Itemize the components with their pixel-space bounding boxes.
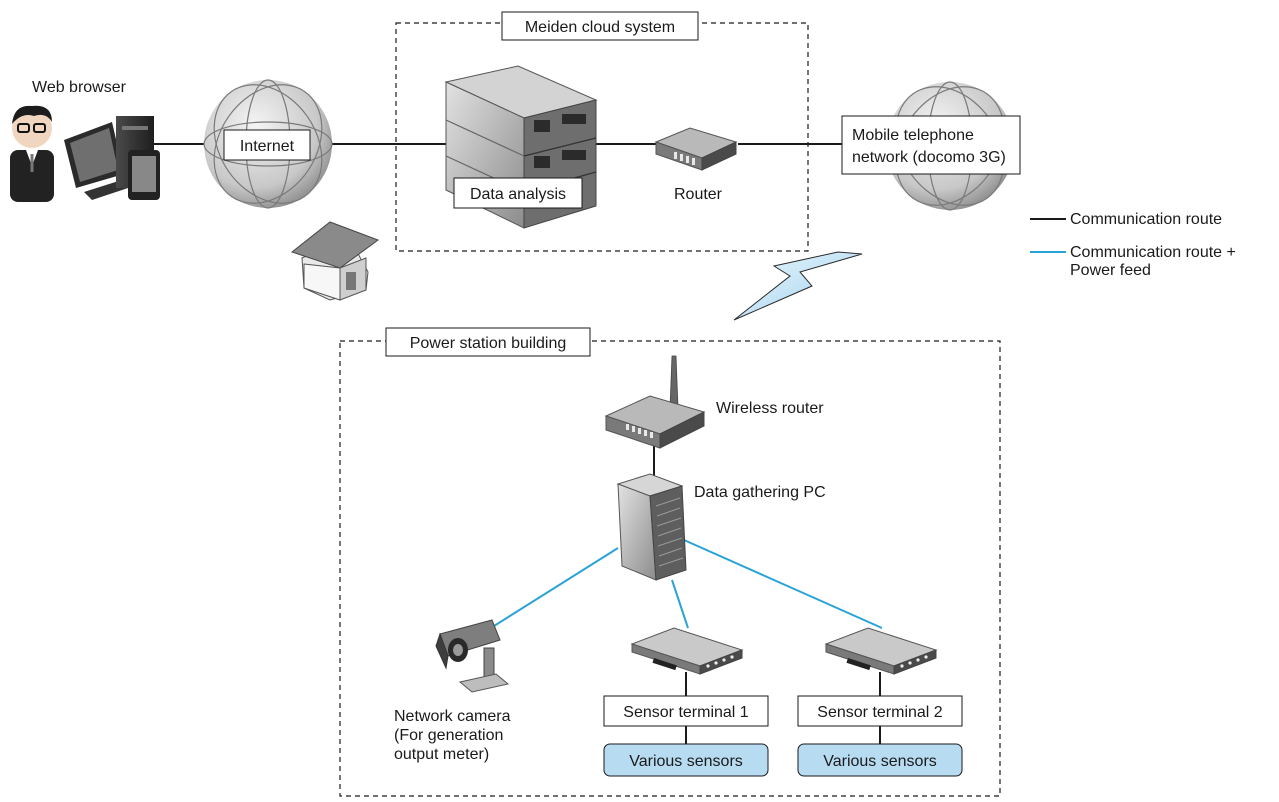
network-camera-node: Network camera (For generation output me… <box>394 619 511 763</box>
sensor-terminal-1-label: Sensor terminal 1 <box>623 704 748 721</box>
tower-pc-icon <box>616 473 687 581</box>
various-sensors-2-label: Various sensors <box>823 753 937 770</box>
sensor-terminal-1-node: Sensor terminal 1 Various sensors <box>603 627 769 777</box>
router-label: Router <box>674 186 723 203</box>
various-sensors-1-label: Various sensors <box>629 753 743 770</box>
sensor-terminal-2-node: Sensor terminal 2 Various sensors <box>797 627 963 777</box>
legend-comm-power-label-line1: Communication route + <box>1070 244 1236 261</box>
cloud-zone-label-box <box>501 11 699 41</box>
web-browser-node: Web browser <box>10 79 160 202</box>
station-zone-label-box <box>385 327 591 357</box>
network-camera-label-line1: Network camera <box>394 708 511 725</box>
wireless-router-node: Wireless router <box>604 355 824 449</box>
internet-label: Internet <box>240 138 295 155</box>
wireless-router-icon <box>604 355 706 449</box>
connections <box>150 143 883 744</box>
smartphone-icon <box>128 150 160 200</box>
router-node: Router <box>654 127 738 203</box>
network-camera-label-line3: output meter) <box>394 746 489 763</box>
wireless-router-label: Wireless router <box>716 400 824 417</box>
wireless-link-bolt-icon <box>733 251 863 321</box>
web-browser-label: Web browser <box>32 79 127 96</box>
sensor-terminal-2-label: Sensor terminal 2 <box>817 704 942 721</box>
cloud-zone: Meiden cloud system <box>395 11 809 252</box>
data-analysis-label: Data analysis <box>470 186 566 203</box>
sensor-terminal-2-icon <box>824 627 938 675</box>
network-camera-label-line2: (For generation <box>394 727 503 744</box>
sensor-terminal-1-icon <box>630 627 744 675</box>
network-camera-icon <box>435 619 510 693</box>
line-pc-sensor1 <box>671 579 689 629</box>
internet-node: Internet <box>203 79 333 209</box>
router-icon <box>654 127 738 171</box>
line-pc-camera <box>493 547 619 627</box>
cloud-zone-border <box>395 22 809 252</box>
sensor-terminal-1-box <box>603 695 769 727</box>
internet-label-box <box>223 129 311 161</box>
line-pc-sensor2 <box>683 539 883 629</box>
data-analysis-label-box <box>453 177 583 209</box>
mobile-network-node: Mobile telephone network (docomo 3G) <box>841 81 1021 211</box>
sensor-terminal-2-box <box>797 695 963 727</box>
station-zone: Power station building <box>339 327 1001 797</box>
house-icon <box>290 221 380 301</box>
data-analysis-node: Data analysis <box>444 65 598 229</box>
station-zone-label: Power station building <box>410 335 567 352</box>
legend-comm-route-label: Communication route <box>1070 211 1222 228</box>
data-gathering-pc-label: Data gathering PC <box>694 484 826 501</box>
mobile-network-label-box <box>841 115 1021 175</box>
data-gathering-pc-node: Data gathering PC <box>616 473 826 581</box>
user-person-icon <box>10 105 54 202</box>
various-sensors-1-box <box>603 743 769 777</box>
cloud-zone-label: Meiden cloud system <box>525 19 675 36</box>
station-zone-border <box>339 340 1001 797</box>
various-sensors-2-box <box>797 743 963 777</box>
legend-comm-power-label-line2: Power feed <box>1070 262 1151 279</box>
legend: Communication route Communication route … <box>1030 211 1236 279</box>
mobile-network-label-line1: Mobile telephone <box>852 127 974 144</box>
mobile-network-label-line2: network (docomo 3G) <box>852 149 1006 166</box>
